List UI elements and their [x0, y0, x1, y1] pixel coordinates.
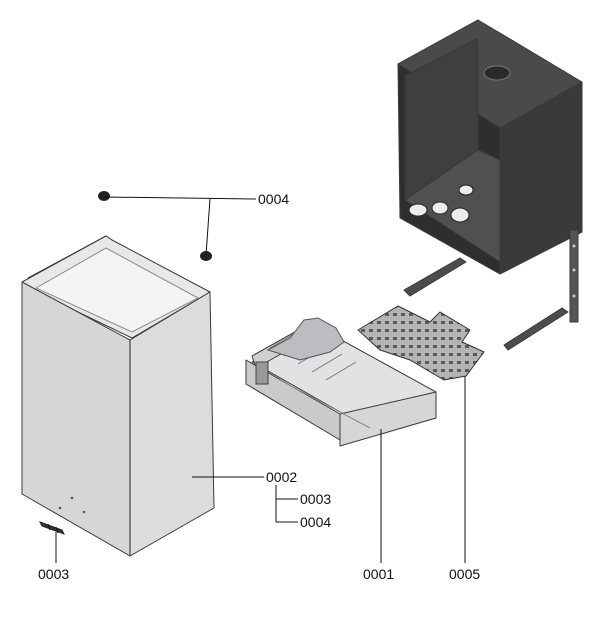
tray-fins: [266, 317, 345, 361]
label-perforated-plate: 0005: [449, 566, 480, 582]
label-top-caps: 0004: [258, 191, 289, 207]
cap-plugs: [98, 191, 212, 261]
label-cover: 0002: [266, 469, 297, 485]
small-bracket: [38, 521, 66, 535]
front-cover: [21, 235, 215, 557]
mounting-frame: [397, 19, 583, 351]
label-cover-sub-b: 0004: [300, 514, 331, 530]
frame-leg-right: [503, 307, 569, 351]
frame-top-hole: [483, 65, 511, 81]
cover-top-opening: [34, 247, 200, 333]
bracket-body: [38, 521, 66, 535]
label-cover-sub-a: 0003: [300, 491, 331, 507]
label-base-tray: 0001: [363, 566, 394, 582]
plate-surface: [357, 305, 485, 381]
label-bracket: 0003: [38, 566, 69, 582]
frame-opening-1: [408, 203, 428, 217]
frame-opening-4: [458, 184, 474, 196]
frame-opening-3: [450, 207, 470, 223]
cap-plug-2: [200, 251, 212, 261]
base-tray: [245, 317, 437, 447]
frame-right-wall: [499, 81, 583, 275]
leader-lines: [55, 196, 466, 563]
frame-post: [569, 229, 579, 323]
cap-plug-1: [98, 191, 110, 201]
tray-front-wall: [339, 391, 437, 447]
frame-leg-left: [403, 257, 467, 297]
perforated-plate: [357, 305, 485, 381]
frame-opening-2: [431, 201, 449, 215]
tray-corner-block: [255, 361, 269, 385]
